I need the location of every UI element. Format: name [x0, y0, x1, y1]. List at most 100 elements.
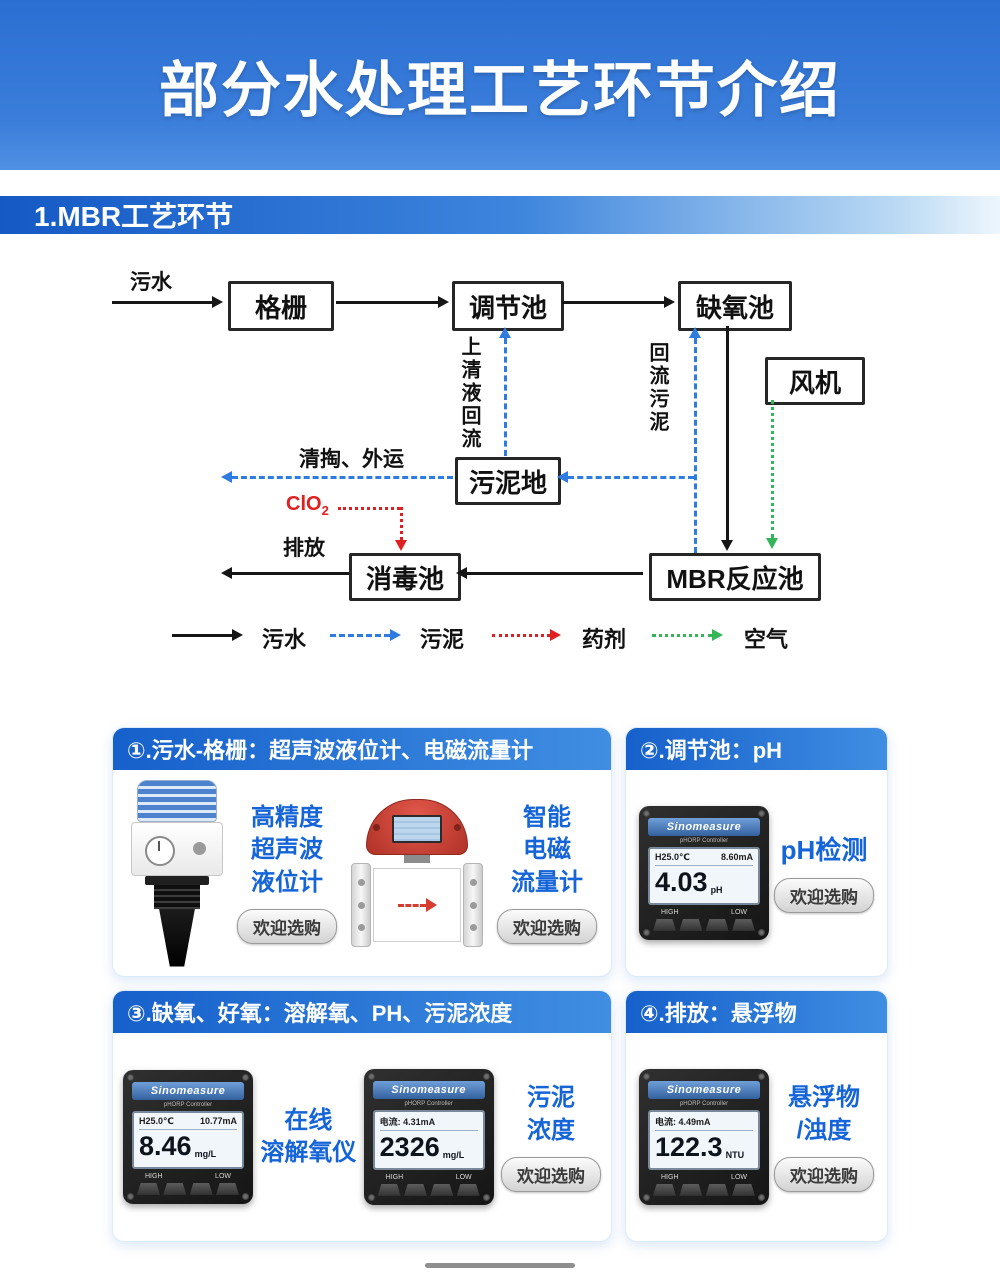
- screen-unit: mg/L: [442, 1149, 465, 1160]
- arrow-mbr-to-disinfection: [456, 567, 643, 579]
- electromagnetic-flowmeter-image: [347, 799, 487, 947]
- screen-unit: mg/L: [194, 1148, 217, 1159]
- device-button: [653, 918, 676, 931]
- device-brand: Sinomeasure: [372, 1081, 485, 1100]
- clo2-text: ClO: [286, 493, 322, 515]
- flow-source-label: 污水: [130, 271, 172, 294]
- product-label-block: 高精度 超声波 液位计 欢迎选购: [237, 802, 337, 945]
- product-name-line: pH检测: [780, 834, 868, 865]
- screw-icon: [242, 1192, 249, 1200]
- ultrasonic-horn: [159, 908, 195, 967]
- flow-direction-arrowhead: [425, 898, 437, 912]
- buy-button[interactable]: 欢迎选购: [774, 1156, 874, 1192]
- low-label: LOW: [215, 1172, 231, 1180]
- device-buttons: [648, 918, 760, 931]
- screw-icon: [242, 1074, 249, 1082]
- label-discharge: 排放: [283, 537, 325, 560]
- legend-arrow-sewage: [172, 629, 243, 641]
- flange-bolt: [357, 879, 365, 887]
- screw-icon: [127, 1074, 134, 1082]
- product-name-line: 电磁: [523, 836, 571, 864]
- label-cleanout: 清掏、外运: [299, 448, 404, 471]
- arrow-anoxic-to-mbr: [721, 326, 733, 551]
- device-button: [705, 918, 729, 931]
- flow-node-fan: 风机: [765, 357, 865, 405]
- screw-icon: [643, 1193, 650, 1201]
- flow-node-disinfection-tank: 消毒池: [349, 553, 461, 601]
- screen-value: 122.3: [655, 1132, 723, 1163]
- device-buttons: [373, 1183, 485, 1196]
- product-name-line: /浊度: [796, 1116, 852, 1144]
- device-button: [731, 1183, 755, 1196]
- product-name-line: 在线: [284, 1106, 333, 1134]
- ultrasonic-level-meter-image: [127, 779, 227, 967]
- device-button: [705, 1183, 729, 1196]
- device-button: [403, 1183, 427, 1196]
- device-model: pHORP Controller: [163, 1102, 213, 1109]
- low-label: LOW: [731, 1173, 747, 1181]
- screen-unit: pH: [710, 884, 723, 895]
- card4-header: ④.排放：悬浮物: [626, 991, 887, 1033]
- arrow-clo2-to-disinfection: [395, 507, 407, 551]
- section-title: 1.MBR工艺环节: [34, 201, 234, 232]
- buy-button[interactable]: 欢迎选购: [500, 1156, 601, 1192]
- high-label: HIGH: [145, 1172, 163, 1180]
- screw-icon: [482, 1073, 490, 1081]
- top-banner: 部分水处理工艺环节介绍: [0, 0, 1000, 170]
- screw-icon: [758, 810, 765, 818]
- legend-label-sewage: 污水: [262, 627, 307, 652]
- flow-node-anoxic-tank: 缺氧池: [678, 281, 792, 331]
- device-button: [215, 1182, 239, 1195]
- buy-button[interactable]: 欢迎选购: [497, 909, 597, 945]
- screw-icon: [758, 1193, 765, 1201]
- buy-button[interactable]: 欢迎选购: [774, 878, 874, 914]
- sludge-concentration-device: Sinomeasure pHORP Controller 电流: 4.31mA …: [363, 1069, 494, 1205]
- product-label-block: 污泥 浓度 欢迎选购: [500, 1082, 601, 1192]
- flow-node-sludge-yard: 污泥地: [455, 457, 561, 505]
- flowmeter-flange-left: [351, 863, 371, 947]
- device-button: [679, 1183, 703, 1196]
- low-label: LOW: [455, 1173, 472, 1181]
- flange-bolt: [469, 879, 477, 887]
- buy-button[interactable]: 欢迎选购: [237, 909, 337, 945]
- device-buttons: [132, 1182, 244, 1195]
- card1-header: ①.污水-格栅：超声波液位计、电磁流量计: [113, 728, 611, 770]
- device-brand: Sinomeasure: [648, 818, 760, 837]
- screen-value: 2326: [379, 1132, 440, 1163]
- screw-icon: [643, 810, 650, 818]
- card-sewage-grid: ①.污水-格栅：超声波液位计、电磁流量计 高精度 超声波 液位计 欢迎选购: [112, 727, 612, 977]
- card2-header: ②.调节池：pH: [626, 728, 887, 770]
- arrow-clo2-horizontal: [338, 507, 400, 510]
- legend-label-chemical: 药剂: [582, 627, 627, 652]
- arrow-supernatant-return: [499, 327, 511, 456]
- product-label-block: pH检测 欢迎选购: [774, 833, 874, 914]
- arrow-fan-to-mbr: [766, 400, 778, 549]
- flow-direction-arrow: [397, 903, 426, 907]
- device-brand: Sinomeasure: [132, 1082, 244, 1101]
- screen-status-left: 电流: 4.31mA: [379, 1117, 436, 1128]
- screw-icon: [643, 928, 650, 936]
- product-name-line: 流量计: [511, 868, 583, 896]
- card-discharge-suspended: ④.排放：悬浮物 Sinomeasure pHORP Controller 电流…: [625, 990, 888, 1242]
- screen-status-left: H25.0℃: [139, 1116, 174, 1127]
- flange-bolt: [469, 901, 477, 909]
- arrow-return-sludge: [689, 327, 701, 553]
- screw-icon: [758, 928, 765, 936]
- arrow-sewage-to-grid: [112, 296, 223, 308]
- flowmeter-neck: [404, 855, 430, 863]
- device-model: pHORP Controller: [404, 1101, 453, 1108]
- gauge-dial: [145, 835, 175, 866]
- device-button: [430, 1183, 454, 1196]
- legend-label-air: 空气: [744, 627, 789, 652]
- ultrasonic-thread: [154, 884, 200, 909]
- legend-arrow-chemical: [492, 629, 561, 641]
- arrow-grid-to-regulating: [336, 296, 449, 308]
- label-return-sludge: 回流污泥: [646, 342, 668, 434]
- label-clo2: ClO2: [286, 493, 329, 518]
- low-label: LOW: [731, 908, 747, 916]
- device-model: pHORP Controller: [679, 838, 729, 845]
- arrow-disinfection-to-discharge: [221, 567, 349, 579]
